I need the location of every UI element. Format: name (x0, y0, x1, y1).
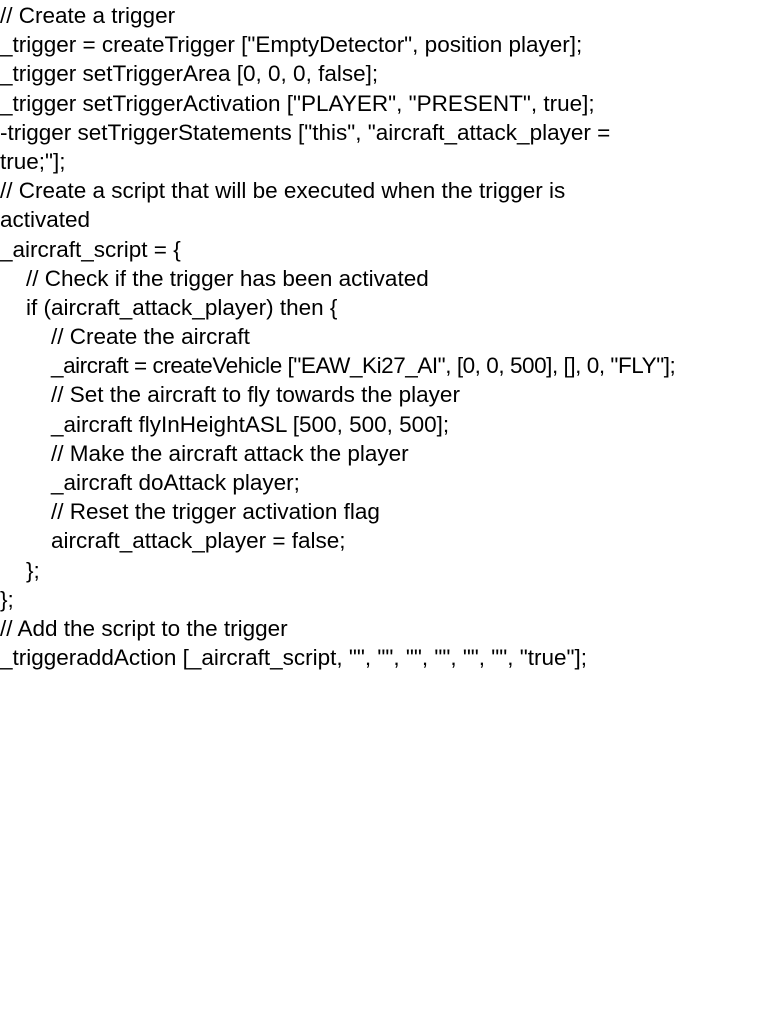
code-line-add-action: _triggeraddAction [_aircraft_script, "",… (0, 645, 588, 671)
code-line-comment-create-aircraft: // Create the aircraft (51, 324, 250, 350)
code-line-comment-create-script-cont: activated (0, 207, 91, 233)
code-line-do-attack: _aircraft doAttack player; (51, 470, 300, 495)
code-line-set-trigger-area: _trigger setTriggerArea [0, 0, 0, false]… (0, 61, 379, 87)
code-line-create-vehicle: _aircraft = createVehicle ["EAW_Ki27_AI"… (51, 353, 676, 379)
code-line-comment-reset-flag: // Reset the trigger activation flag (51, 499, 380, 525)
code-line-create-trigger: _trigger = createTrigger ["EmptyDetector… (0, 32, 583, 58)
code-line-comment-add-script: // Add the script to the trigger (0, 615, 288, 641)
code-line-fly-in-height: _aircraft flyInHeightASL [500, 500, 500]… (51, 411, 450, 437)
code-line-comment-create-trigger: // Create a trigger (0, 3, 176, 28)
code-line-set-trigger-activation: _trigger setTriggerActivation ["PLAYER",… (0, 90, 595, 116)
code-line-comment-create-script: // Create a script that will be executed… (0, 178, 566, 204)
code-line-if-statement: if (aircraft_attack_player) then { (26, 294, 338, 320)
code-line-set-trigger-statements: -trigger setTriggerStatements ["this", "… (0, 119, 611, 145)
code-line-set-trigger-statements-cont: true;"]; (0, 148, 66, 174)
code-line-reset-flag: aircraft_attack_player = false; (51, 528, 346, 554)
code-line-script-close: }; (0, 586, 14, 612)
code-line-comment-check-trigger: // Check if the trigger has been activat… (26, 265, 429, 291)
code-line-script-open: _aircraft_script = { (0, 236, 181, 262)
code-line-if-close: }; (26, 557, 40, 583)
code-line-comment-set-fly: // Set the aircraft to fly towards the p… (51, 382, 460, 408)
code-line-comment-attack: // Make the aircraft attack the player (51, 440, 409, 466)
